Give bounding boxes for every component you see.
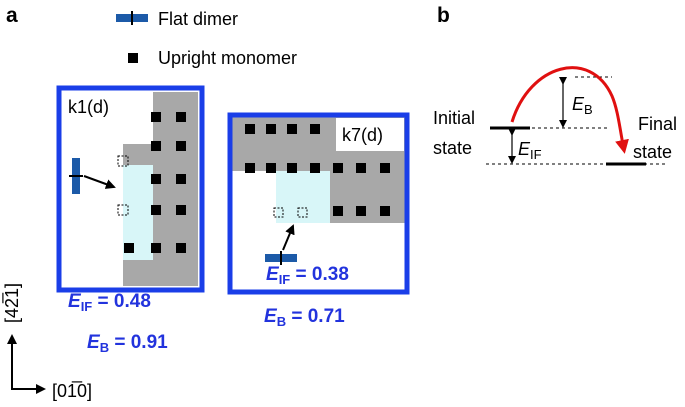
vacant-site <box>273 207 284 218</box>
flat-dimer-icon <box>265 251 297 265</box>
box-k7-eif: EIF = 0.38 <box>266 264 349 287</box>
vacant-site <box>117 204 129 216</box>
final-state-line2: state <box>633 142 672 162</box>
flat-dimer-icon <box>116 11 148 25</box>
horizontal-axis-label: [01̅0] <box>52 381 92 401</box>
vacant-site <box>117 155 129 167</box>
box-k1-eif: EIF = 0.48 <box>68 291 151 314</box>
energy-diagram: EB EIF Initial state Final state <box>433 66 677 166</box>
initial-state-line2: state <box>433 138 472 158</box>
frame-k7 <box>227 112 410 295</box>
box-k1-label: k1(d) <box>68 97 109 117</box>
legend: Flat dimer Upright monomer <box>116 9 297 68</box>
box-k1-eb: EB = 0.91 <box>87 332 168 355</box>
eif-label: EIF <box>518 139 542 162</box>
move-arrow <box>282 224 295 251</box>
move-arrow <box>83 175 116 189</box>
frame-k1 <box>56 85 205 293</box>
cyan-region <box>276 171 330 223</box>
monomer-grid-k7 <box>245 124 390 216</box>
initial-state-line1: Initial <box>433 108 475 128</box>
vertical-axis-label: [42̅1] <box>2 283 22 323</box>
monomer-grid-k1 <box>124 112 186 253</box>
box-k7-eb: EB = 0.71 <box>264 306 345 329</box>
transition-arrow <box>510 66 629 154</box>
legend-upright-monomer-label: Upright monomer <box>158 48 297 68</box>
final-state-line1: Final <box>638 114 677 134</box>
legend-flat-dimer-label: Flat dimer <box>158 9 238 29</box>
crystal-axes: [42̅1] [01̅0] <box>2 283 92 401</box>
box-k1: k1(d) EIF = 0.48 <box>56 85 205 314</box>
box-k7: k7(d) EIF = 0.38 <box>227 112 410 295</box>
eb-label: EB <box>572 94 593 117</box>
panel-b-label: b <box>437 4 450 27</box>
flat-dimer-icon <box>69 158 83 194</box>
upright-monomer-icon <box>128 53 138 63</box>
vacant-site <box>297 207 308 218</box>
panel-a-label: a <box>6 4 18 27</box>
box-k7-label: k7(d) <box>342 125 383 145</box>
